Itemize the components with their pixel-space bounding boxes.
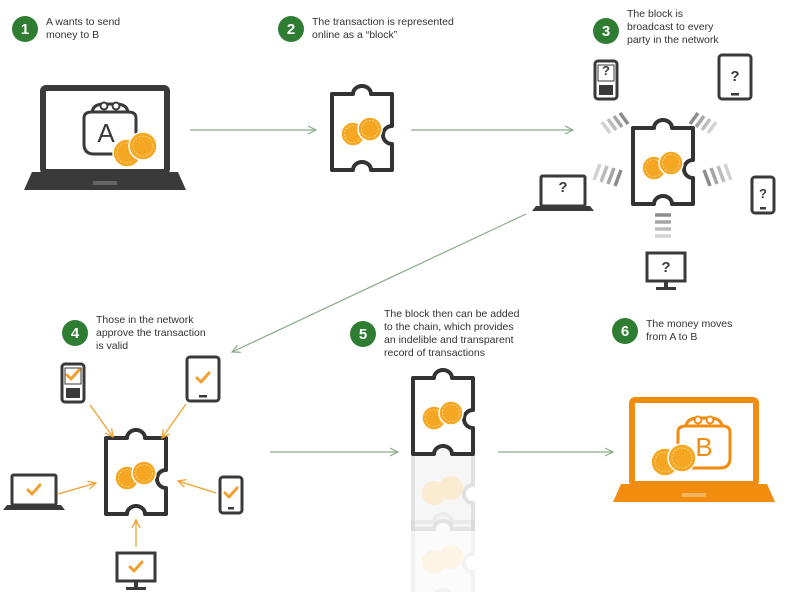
step-number-badge: 3 <box>593 18 619 44</box>
block-icon <box>631 118 695 206</box>
chain-shadow <box>411 512 475 592</box>
tablet-approved-icon <box>185 355 221 403</box>
broadcast-waves <box>592 111 733 238</box>
step-3: 3 The block is broadcast to every party … <box>593 8 719 47</box>
phone-approved-icon <box>60 362 86 404</box>
coin-icon <box>128 131 158 161</box>
block-icon <box>411 368 475 456</box>
question-mark: ? <box>558 179 567 196</box>
wallet-b-letter: B <box>695 432 712 462</box>
smartphone-approved-icon <box>218 475 244 515</box>
step-4: 4 Those in the network approve the trans… <box>62 314 206 353</box>
wallet-a-letter: A <box>97 118 115 148</box>
monitor-unknown-icon: ? <box>645 251 687 292</box>
step-caption: Those in the network approve the transac… <box>96 314 206 352</box>
monitor-approved-icon <box>115 551 157 592</box>
step-caption: The transaction is represented online as… <box>312 16 454 41</box>
question-mark: ? <box>602 63 610 78</box>
laptop-approved-icon <box>1 473 67 512</box>
step-number-badge: 2 <box>278 16 304 42</box>
laptop-unknown-icon: ? <box>530 174 596 213</box>
phone-unknown-icon: ? <box>593 59 619 101</box>
step-6: 6 The money moves from A to B <box>612 318 732 344</box>
approval-arrows <box>57 403 217 547</box>
step-caption: The block is broadcast to every party in… <box>627 8 719 46</box>
smartphone-unknown-icon: ? <box>750 175 776 215</box>
tablet-unknown-icon: ? <box>717 53 753 101</box>
laptop-b-icon: B <box>613 397 775 502</box>
arrow-3-4 <box>232 213 527 352</box>
step-caption: A wants to send money to B <box>46 16 121 41</box>
step-number-badge: 6 <box>612 318 638 344</box>
coin-icon <box>667 443 697 473</box>
step-caption: The money moves from A to B <box>646 318 733 343</box>
step-number-badge: 4 <box>62 320 88 346</box>
question-mark: ? <box>730 68 739 85</box>
step-caption: The block then can be added to the chain… <box>384 308 520 359</box>
step-number-badge: 1 <box>12 16 38 42</box>
question-mark: ? <box>759 186 767 201</box>
step-5: 5 The block then can be added to the cha… <box>350 308 519 360</box>
step-2: 2 The transaction is represented online … <box>278 16 454 42</box>
block-icon <box>330 84 394 172</box>
block-icon <box>104 428 168 516</box>
step-1: 1 A wants to send money to B <box>12 16 120 42</box>
laptop-a-icon: A <box>24 85 186 190</box>
step-number-badge: 5 <box>350 321 376 347</box>
question-mark: ? <box>661 259 670 276</box>
